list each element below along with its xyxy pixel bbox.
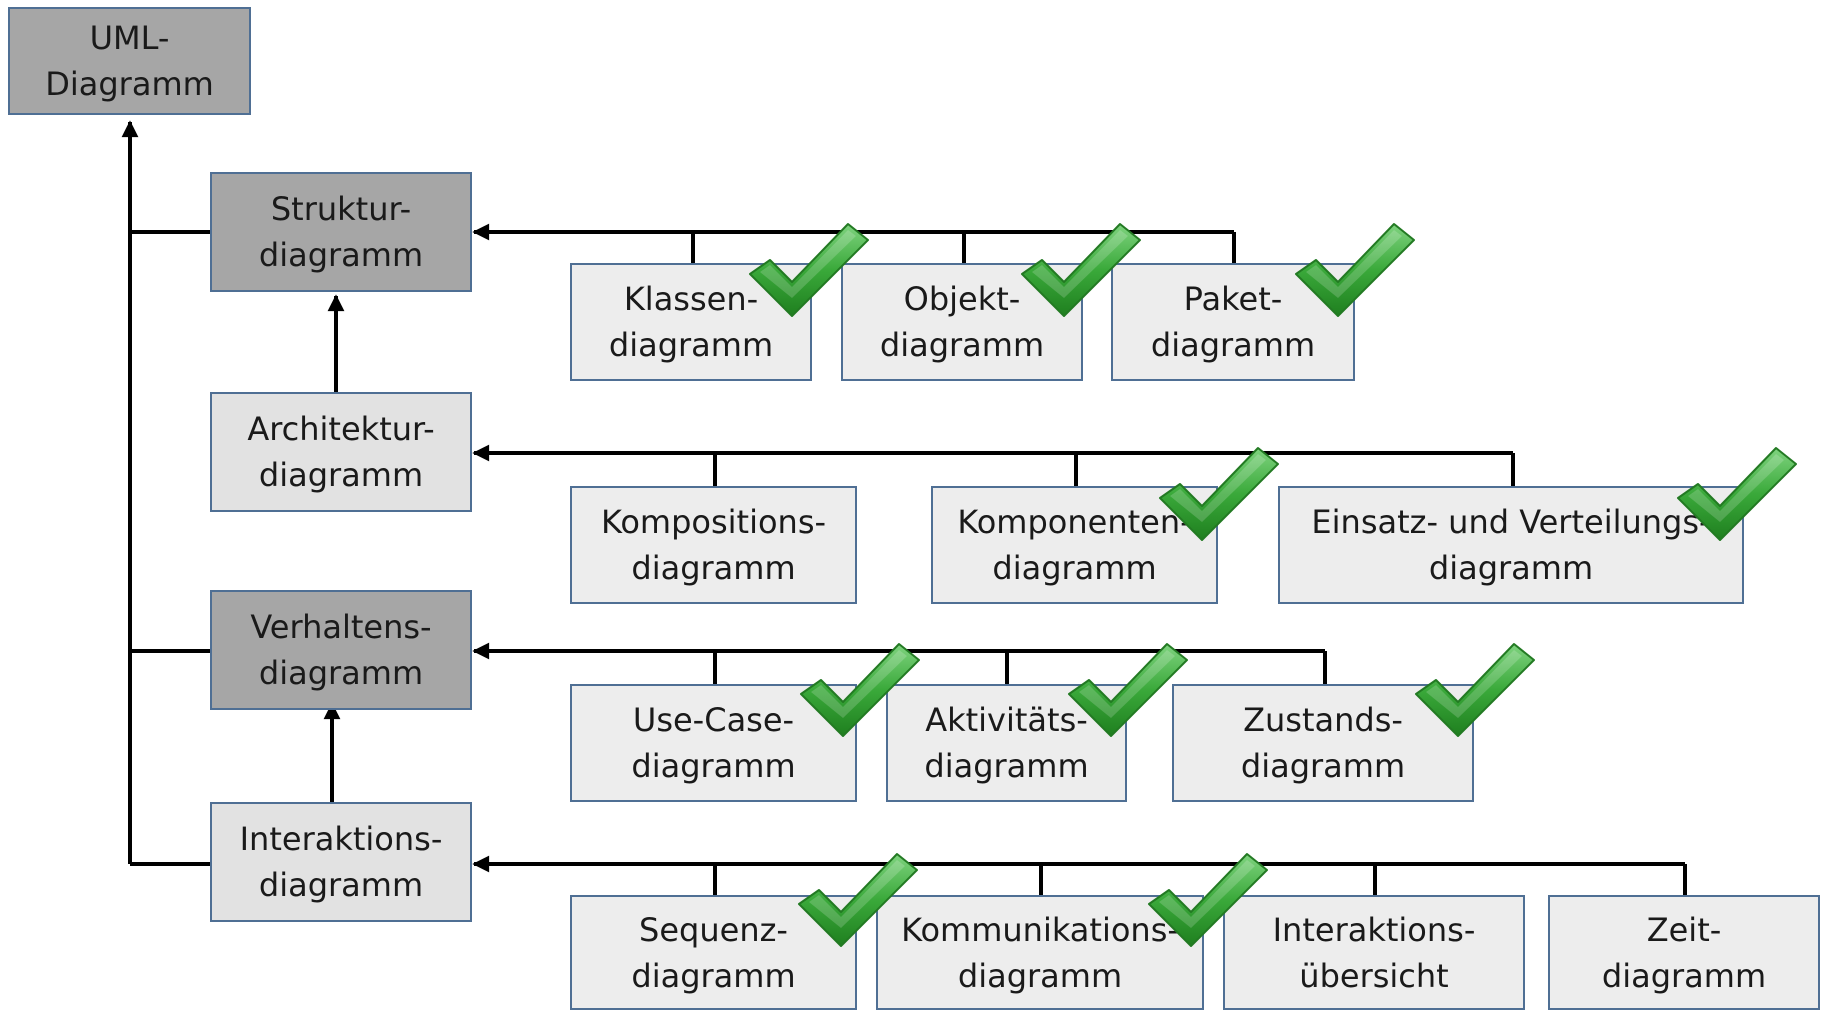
root-uml-diagramm: UML- Diagramm [8, 7, 251, 115]
checkmark-icon [1148, 853, 1268, 947]
leaf-kompositionsdiagramm: Kompositions- diagramm [570, 486, 857, 604]
checkmark-icon [1068, 643, 1188, 737]
checkmark-icon [798, 853, 918, 947]
checkmark-icon [1159, 447, 1279, 541]
category-verhalten: Verhaltens- diagramm [210, 590, 472, 710]
leaf-sequenzdiagramm: Sequenz- diagramm [570, 895, 857, 1010]
category-struktur: Struktur- diagramm [210, 172, 472, 292]
checkmark-icon [1295, 223, 1415, 317]
category-architektur: Architektur- diagramm [210, 392, 472, 512]
checkmark-icon [1415, 643, 1535, 737]
checkmark-icon [1677, 447, 1797, 541]
leaf-kommunikationsdiagramm: Kommunikations- diagramm [876, 895, 1204, 1010]
leaf-einsatz-verteilungsdiagramm: Einsatz- und Verteilungs- diagramm [1278, 486, 1744, 604]
leaf-use-case-diagramm: Use-Case- diagramm [570, 684, 857, 802]
leaf-interaktionsuebersicht: Interaktions- übersicht [1223, 895, 1525, 1010]
leaf-zustandsdiagramm: Zustands- diagramm [1172, 684, 1474, 802]
checkmark-icon [800, 643, 920, 737]
category-interaktion: Interaktions- diagramm [210, 802, 472, 922]
checkmark-icon [749, 223, 869, 317]
checkmark-icon [1021, 223, 1141, 317]
leaf-zeitdiagramm: Zeit- diagramm [1548, 895, 1820, 1010]
